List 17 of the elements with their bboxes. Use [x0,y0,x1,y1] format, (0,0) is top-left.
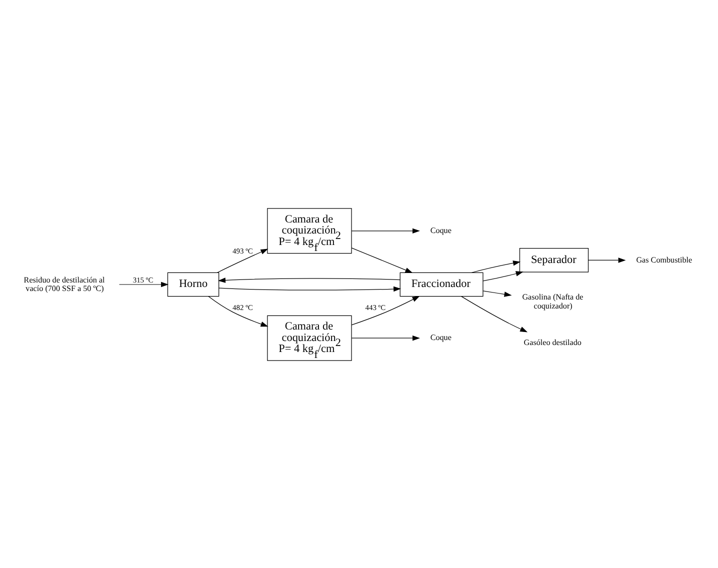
arrow [482,270,524,281]
arrow [218,277,400,282]
arrow [351,295,420,325]
arrow [351,247,413,272]
arrow [588,257,626,262]
arrow [218,286,402,292]
node-box: Separador [519,248,589,272]
arrow [482,290,512,296]
arrow [208,296,268,326]
node-box: Fraccionador [400,272,484,296]
node-box: Horno [167,272,220,296]
arrow [118,281,169,287]
arrow [351,228,420,234]
arrow [217,248,268,272]
arrow [461,296,528,332]
arrow [471,260,521,272]
arrow [351,334,420,340]
